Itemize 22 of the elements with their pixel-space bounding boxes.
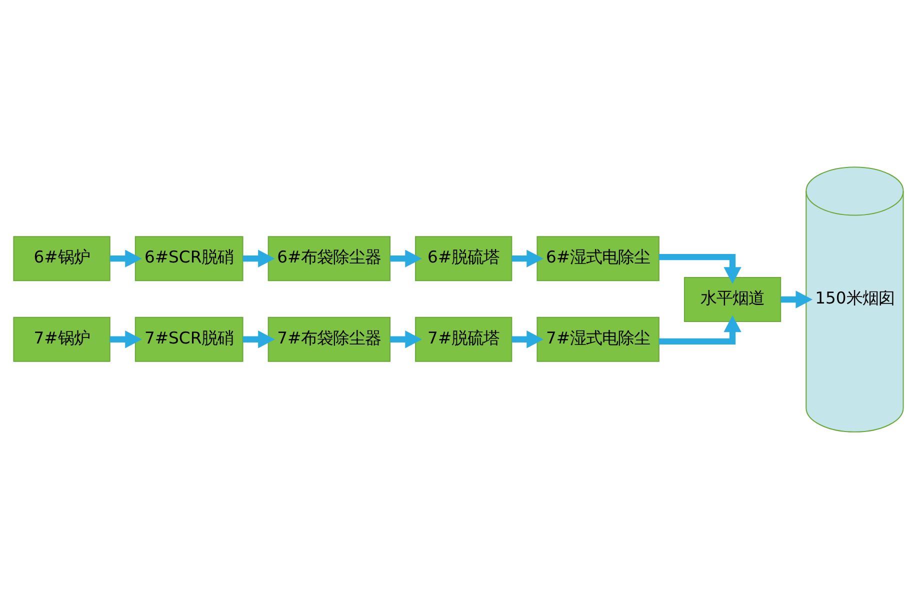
node-box: 6#锅炉 xyxy=(13,236,110,282)
node-box: 7#SCR脱硝 xyxy=(134,316,244,362)
arrow xyxy=(659,254,742,284)
arrow xyxy=(110,330,142,348)
node-box: 6#湿式电除尘 xyxy=(536,236,660,282)
arrow xyxy=(780,290,813,308)
arrow xyxy=(659,315,742,344)
node-box: 水平烟道 xyxy=(684,277,782,322)
arrow xyxy=(242,330,275,348)
arrow xyxy=(390,250,422,268)
arrow xyxy=(512,250,544,268)
node-box: 6#SCR脱硝 xyxy=(134,236,244,282)
arrow xyxy=(110,250,142,268)
node-box: 6#布袋除尘器 xyxy=(268,236,390,282)
node-box: 7#脱硫塔 xyxy=(415,316,512,362)
node-box: 7#锅炉 xyxy=(13,316,110,362)
arrow xyxy=(512,330,544,348)
node-box: 7#布袋除尘器 xyxy=(268,316,390,362)
node-box: 7#湿式电除尘 xyxy=(536,316,660,362)
node-box: 6#脱硫塔 xyxy=(415,236,512,282)
arrow xyxy=(242,250,275,268)
arrow xyxy=(390,330,422,348)
